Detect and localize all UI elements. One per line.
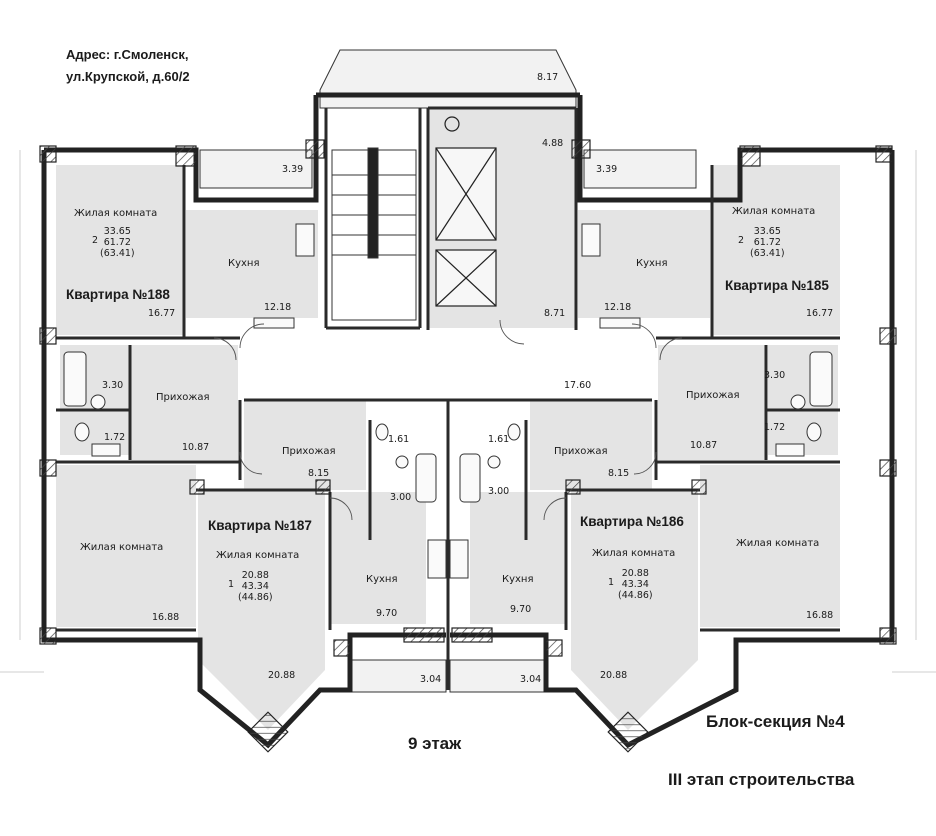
core-corridor-area: 17.60 <box>564 380 592 391</box>
apt185-living-room-2: Жилая комната <box>736 538 820 549</box>
stage-label: III этап строительства <box>668 770 855 789</box>
apt185-kitchen-area: 12.18 <box>604 302 632 313</box>
apt185-rooms: 2 <box>738 235 745 246</box>
apt185-wc-area: 1.72 <box>764 422 786 433</box>
apt185-area-block: 2 33.65 61.72 (63.41) <box>738 226 785 259</box>
apartment-label-185: Квартира №185 <box>725 278 829 293</box>
apt187-hall: Прихожая <box>282 446 336 457</box>
apt185-living-room-2-area: 16.88 <box>806 610 834 621</box>
apt186-living-room: Жилая комната <box>592 548 676 559</box>
apt188-balcony-area: 3.39 <box>282 164 304 175</box>
apt186-total-with-balcony: (44.86) <box>618 590 653 601</box>
apt186-kitchen: Кухня <box>502 574 534 585</box>
apt188-living-room-2: Жилая комната <box>80 542 164 553</box>
address-line-1: Адрес: г.Смоленск, <box>66 47 189 62</box>
apt188-kitchen-area: 12.18 <box>264 302 292 313</box>
columns <box>39 139 897 753</box>
core-lift-hall-area: 4.88 <box>542 138 564 149</box>
apt185-balcony-area: 3.39 <box>596 164 618 175</box>
apt186-bay-area: 20.88 <box>600 670 628 681</box>
core-loggia-area: 8.17 <box>537 72 559 83</box>
apt186-balcony-area: 3.04 <box>520 674 542 685</box>
apt186-wc-area: 1.61 <box>488 434 510 445</box>
floor-label: 9 этаж <box>408 734 462 753</box>
apt186-total-area: 43.34 <box>621 579 649 590</box>
apt185-bath-area: 3.30 <box>764 370 786 381</box>
apt188-living-room-area: 16.77 <box>148 308 176 319</box>
block-label: Блок-секция №4 <box>706 712 845 731</box>
stair <box>331 147 417 321</box>
apt187-living-area: 20.88 <box>241 570 269 581</box>
apt185-living-room: Жилая комната <box>732 206 816 217</box>
apt187-kitchen-area: 9.70 <box>376 608 398 619</box>
apt187-bath-area: 3.00 <box>390 492 412 503</box>
apt186-hall: Прихожая <box>554 446 608 457</box>
apt188-living-room: Жилая комната <box>74 208 158 219</box>
background-lines <box>0 150 936 673</box>
apt188-bath-area: 3.30 <box>102 380 124 391</box>
apt187-total-with-balcony: (44.86) <box>238 592 273 603</box>
apt187-bay-area: 20.88 <box>268 670 296 681</box>
apt188-total-area: 61.72 <box>103 237 131 248</box>
elevators <box>435 116 497 307</box>
apartment-label-187: Квартира №187 <box>208 518 312 533</box>
apt187-rooms: 1 <box>228 579 235 590</box>
apt187-kitchen: Кухня <box>366 574 398 585</box>
apt188-rooms: 2 <box>92 235 99 246</box>
apt185-hall-area: 10.87 <box>690 440 718 451</box>
apt186-kitchen-area: 9.70 <box>510 604 532 615</box>
apt188-hall: Прихожая <box>156 392 210 403</box>
apt188-wc-area: 1.72 <box>104 432 126 443</box>
address-line-2: ул.Крупской, д.60/2 <box>66 69 190 84</box>
apt187-living-room: Жилая комната <box>216 550 300 561</box>
apt188-living-area: 33.65 <box>103 226 131 237</box>
apt185-total-area: 61.72 <box>753 237 781 248</box>
apt187-wc-area: 1.61 <box>388 434 410 445</box>
apt188-kitchen: Кухня <box>228 258 260 269</box>
apt185-living-area: 33.65 <box>753 226 781 237</box>
apt188-living-room-2-area: 16.88 <box>152 612 180 623</box>
apt186-rooms: 1 <box>608 577 615 588</box>
apt187-hall-area: 8.15 <box>308 468 330 479</box>
apt185-hall: Прихожая <box>686 390 740 401</box>
apt187-balcony-area: 3.04 <box>420 674 442 685</box>
apartment-label-188: Квартира №188 <box>66 287 170 302</box>
apt187-area-block: 1 20.88 43.34 (44.86) <box>228 570 273 603</box>
apt186-bath-area: 3.00 <box>488 486 510 497</box>
core-vestibule-area: 8.71 <box>544 308 566 319</box>
apartment-label-186: Квартира №186 <box>580 514 684 529</box>
apt188-total-with-balcony: (63.41) <box>100 248 135 259</box>
fixtures <box>63 223 833 579</box>
apt188-hall-area: 10.87 <box>182 442 210 453</box>
apt185-kitchen: Кухня <box>636 258 668 269</box>
apt185-living-room-area: 16.77 <box>806 308 834 319</box>
apt186-area-block: 1 20.88 43.34 (44.86) <box>608 568 653 601</box>
apt186-living-area: 20.88 <box>621 568 649 579</box>
apt186-hall-area: 8.15 <box>608 468 630 479</box>
door-swings <box>213 319 683 521</box>
apt185-total-with-balcony: (63.41) <box>750 248 785 259</box>
apt188-area-block: 2 33.65 61.72 (63.41) <box>92 226 135 259</box>
apt187-total-area: 43.34 <box>241 581 269 592</box>
